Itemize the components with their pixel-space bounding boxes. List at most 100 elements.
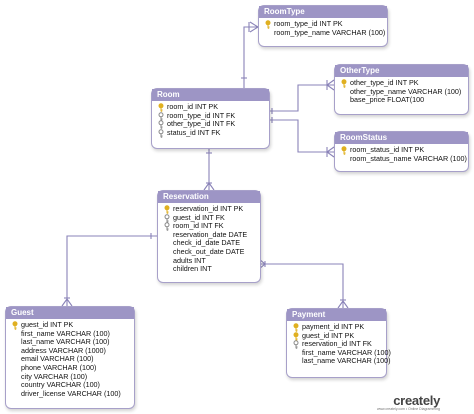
field-label: children INT bbox=[173, 264, 212, 274]
foreign-key-icon bbox=[158, 120, 164, 129]
entity-field: other_type_id INT FK bbox=[157, 119, 265, 129]
field-label: address VARCHAR (1000) bbox=[21, 345, 106, 355]
field-label: other_type_name VARCHAR (100) bbox=[350, 86, 462, 96]
foreign-key-icon bbox=[158, 129, 164, 138]
field-label: city VARCHAR (100) bbox=[21, 371, 88, 381]
field-label: first_name VARCHAR (100) bbox=[302, 347, 391, 357]
entity-field: reservation_id INT FK bbox=[292, 339, 382, 349]
field-label: last_name VARCHAR (100) bbox=[21, 337, 110, 347]
entity-field: room_status_name VARCHAR (100) bbox=[340, 154, 467, 164]
entity-field: guest_id INT PK bbox=[11, 320, 130, 330]
field-label: email VARCHAR (100) bbox=[21, 354, 94, 364]
entity-field: room_status_id INT PK bbox=[340, 145, 464, 155]
field-label: first_name VARCHAR (100) bbox=[21, 328, 110, 338]
field-label: country VARCHAR (100) bbox=[21, 380, 100, 390]
entity-title: Room bbox=[152, 89, 269, 101]
field-label: other_type_id INT FK bbox=[167, 119, 236, 129]
entity-field: reservation_date DATE bbox=[163, 230, 256, 240]
field-label: driver_license VARCHAR (100) bbox=[21, 388, 121, 398]
crowsfoot-othertype bbox=[326, 79, 335, 91]
connector-room-othertype bbox=[268, 84, 334, 112]
primary-key-icon bbox=[341, 79, 347, 88]
foreign-key-icon bbox=[293, 340, 299, 349]
entity-field: payment_id INT PK bbox=[292, 322, 382, 332]
crowsfoot-guest bbox=[61, 298, 73, 307]
entity-field: phone VARCHAR (100) bbox=[11, 362, 130, 373]
entity-field: room_id INT PK bbox=[157, 102, 265, 112]
entity-field: other_type_id INT PK bbox=[340, 78, 464, 88]
connector-room-roomtype bbox=[243, 26, 258, 88]
entity-title: RoomStatus bbox=[335, 132, 468, 144]
field-label: reservation_id INT FK bbox=[302, 339, 372, 349]
entity-field: room_type_id INT PK bbox=[264, 19, 383, 29]
connector-room-roomstatus bbox=[268, 119, 334, 153]
field-label: payment_id INT PK bbox=[302, 322, 365, 331]
entity-field: first_name VARCHAR (100) bbox=[11, 328, 130, 339]
primary-key-icon bbox=[158, 103, 164, 112]
entity-field: city VARCHAR (100) bbox=[11, 371, 130, 382]
entity-field: driver_license VARCHAR (100) bbox=[11, 388, 130, 399]
field-label: phone VARCHAR (100) bbox=[21, 362, 97, 372]
foreign-key-icon bbox=[164, 213, 170, 223]
entity-field: room_type_id INT FK bbox=[157, 110, 265, 121]
entity-field: room_id INT FK bbox=[163, 221, 256, 231]
field-label: room_id INT PK bbox=[167, 102, 218, 111]
field-label: room_type_name VARCHAR (100) bbox=[274, 27, 386, 37]
primary-key-icon bbox=[12, 321, 18, 330]
crowsfoot-payment bbox=[337, 300, 349, 309]
field-label: room_type_id INT FK bbox=[167, 110, 236, 120]
entity-title: Reservation bbox=[158, 191, 260, 203]
field-label: guest_id INT FK bbox=[173, 212, 225, 222]
field-label: check_out_date DATE bbox=[173, 246, 245, 256]
entity-field: last_name VARCHAR (100) bbox=[11, 337, 130, 347]
field-label: last_name VARCHAR (100) bbox=[302, 356, 391, 366]
crowsfoot-reservation-top bbox=[203, 182, 215, 191]
field-label: guest_id INT PK bbox=[302, 330, 355, 340]
entity-field: children INT bbox=[163, 264, 256, 274]
logo-wordmark: creately bbox=[393, 393, 440, 408]
entity-field: reservation_id INT PK bbox=[163, 204, 256, 214]
foreign-key-icon bbox=[158, 111, 164, 121]
entity-field: email VARCHAR (100) bbox=[11, 355, 130, 364]
entity-title: OtherType bbox=[335, 65, 468, 77]
entity-title: RoomType bbox=[259, 6, 387, 18]
field-label: room_type_id INT PK bbox=[274, 19, 343, 28]
field-label: adults INT bbox=[173, 255, 206, 265]
connector-reservation-payment bbox=[259, 263, 344, 308]
field-label: base_price FLOAT(100 bbox=[350, 95, 425, 105]
logo-tagline: www.creately.com • Online Diagramming bbox=[376, 407, 440, 411]
entity-field: address VARCHAR (1000) bbox=[11, 345, 130, 356]
entity-field: guest_id INT FK bbox=[163, 212, 256, 223]
entity-field: other_type_name VARCHAR (100) bbox=[340, 86, 464, 97]
entity-field: guest_id INT PK bbox=[292, 330, 382, 341]
entity-field: base_price FLOAT(100 bbox=[340, 95, 464, 105]
crowsfoot-roomstatus bbox=[326, 146, 335, 158]
entity-field: status_id INT FK bbox=[157, 127, 265, 138]
primary-key-icon bbox=[341, 146, 347, 155]
foreign-key-icon bbox=[164, 222, 170, 231]
entity-field: last_name VARCHAR (100) bbox=[292, 357, 391, 366]
field-label: status_id INT FK bbox=[167, 127, 221, 137]
primary-key-icon bbox=[164, 205, 170, 214]
entity-field: country VARCHAR (100) bbox=[11, 380, 130, 390]
field-label: reservation_id INT PK bbox=[173, 204, 244, 213]
entity-title: Guest bbox=[6, 307, 134, 319]
field-label: other_type_id INT PK bbox=[350, 78, 419, 87]
entity-field: adults INT bbox=[163, 255, 256, 266]
field-label: room_id INT FK bbox=[173, 221, 224, 231]
field-label: guest_id INT PK bbox=[21, 320, 74, 329]
field-label: room_status_id INT PK bbox=[350, 145, 425, 154]
